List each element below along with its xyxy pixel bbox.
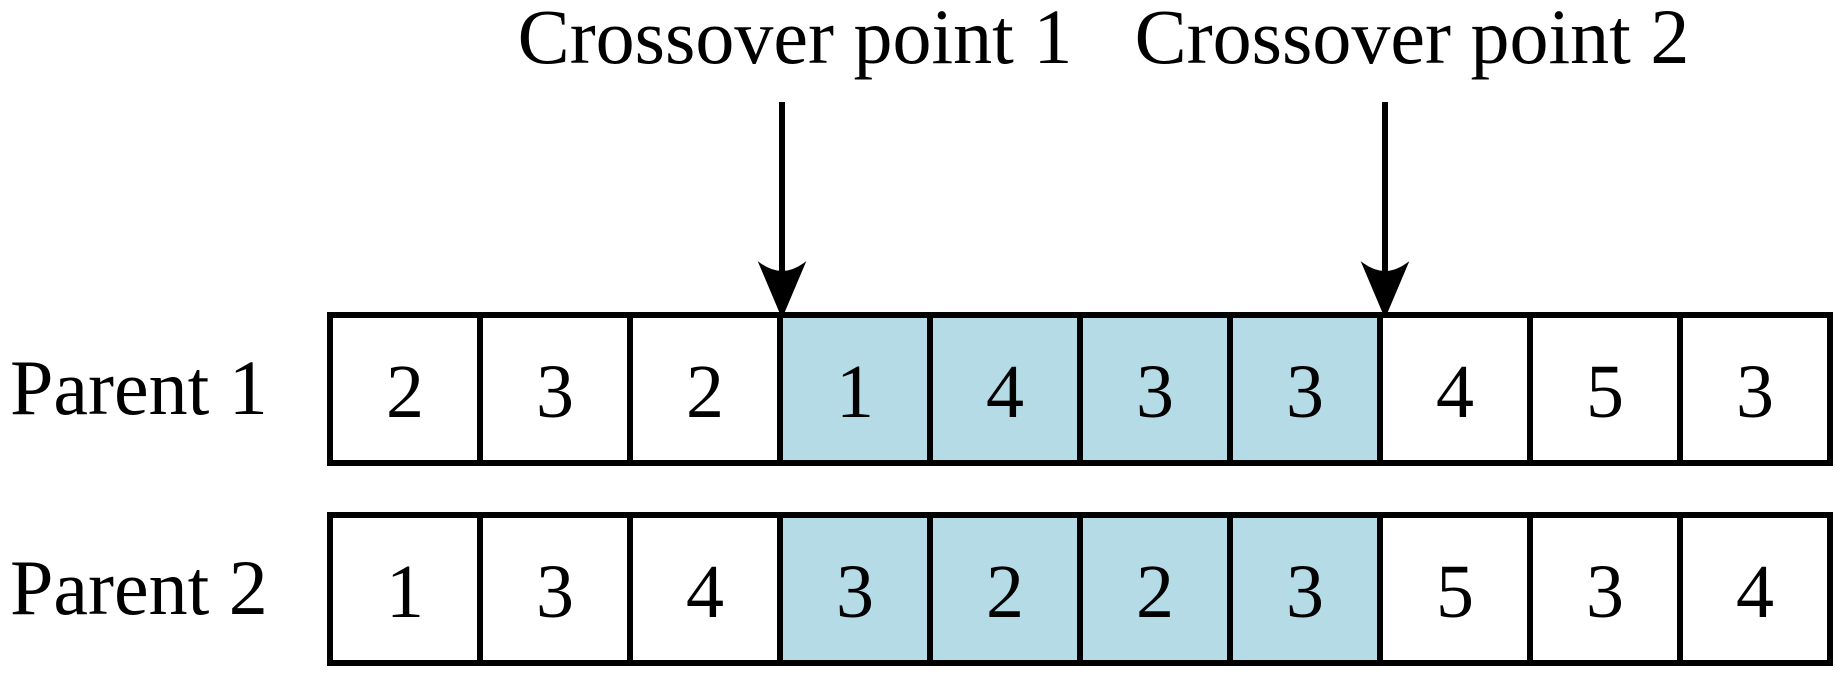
- gene-cell: 3: [1677, 318, 1827, 460]
- gene-cell: 2: [627, 318, 777, 460]
- gene-cell: 3: [477, 518, 627, 660]
- gene-cell: 3: [1527, 518, 1677, 660]
- crossover-point-1-label: Crossover point 1: [517, 0, 1073, 80]
- crossover-point-1-arrow: [757, 102, 807, 319]
- crossover-point-2-label: Crossover point 2: [1134, 0, 1690, 80]
- parent-1-label: Parent 1: [10, 344, 268, 431]
- parent-2-chromosome-row: 1 3 4 3 2 2 3 5 3 4: [327, 512, 1833, 666]
- gene-cell-highlighted: 3: [1077, 318, 1227, 460]
- parent-1-chromosome-row: 2 3 2 1 4 3 3 4 5 3: [327, 312, 1833, 466]
- gene-cell-highlighted: 3: [1227, 518, 1377, 660]
- gene-cell-highlighted: 1: [777, 318, 927, 460]
- gene-cell-highlighted: 3: [777, 518, 927, 660]
- gene-cell: 5: [1377, 518, 1527, 660]
- gene-cell: 4: [627, 518, 777, 660]
- parent-2-label: Parent 2: [10, 544, 268, 631]
- gene-cell: 3: [477, 318, 627, 460]
- gene-cell: 5: [1527, 318, 1677, 460]
- gene-cell-highlighted: 2: [1077, 518, 1227, 660]
- crossover-point-2-arrow: [1360, 102, 1410, 319]
- gene-cell-highlighted: 4: [927, 318, 1077, 460]
- gene-cell: 2: [333, 318, 477, 460]
- gene-cell: 1: [333, 518, 477, 660]
- gene-cell: 4: [1377, 318, 1527, 460]
- gene-cell: 4: [1677, 518, 1827, 660]
- gene-cell-highlighted: 2: [927, 518, 1077, 660]
- gene-cell-highlighted: 3: [1227, 318, 1377, 460]
